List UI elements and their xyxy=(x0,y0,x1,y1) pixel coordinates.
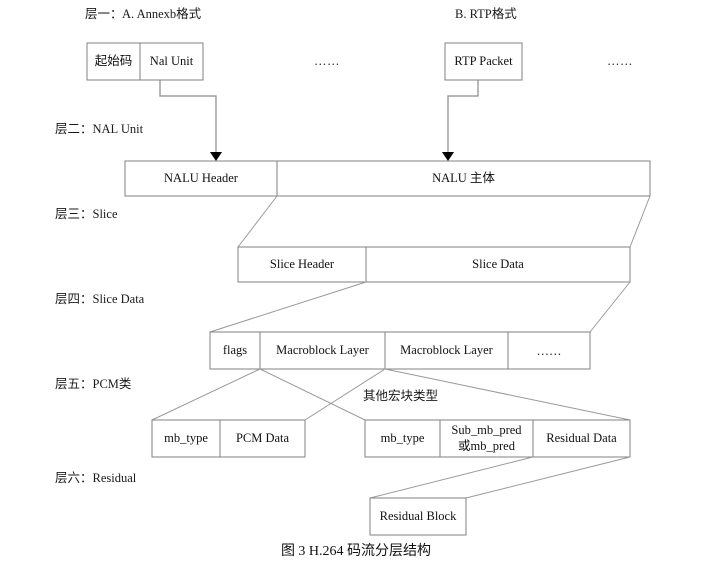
layer1-rtp-group: RTP Packet …… xyxy=(444,42,633,81)
box-slice-header-label: Slice Header xyxy=(270,257,335,271)
box-start-code-label: 起始码 xyxy=(95,54,133,68)
box-residual-block-label: Residual Block xyxy=(380,509,457,523)
box-pcm-data-label: PCM Data xyxy=(236,431,290,445)
connector-macroblock-to-other xyxy=(259,368,631,421)
connector-nalu-body-to-slice xyxy=(237,195,651,248)
box-macroblock-ellipsis[interactable] xyxy=(507,331,591,370)
box-pcm-data[interactable] xyxy=(219,419,306,458)
box-pcm-mb-type[interactable] xyxy=(151,419,221,458)
layer-label-3: 层三：Slice xyxy=(55,207,118,221)
ellipsis-rtp: …… xyxy=(607,54,633,68)
box-macroblock-layer-1-label: Macroblock Layer xyxy=(276,343,370,357)
box-macroblock-layer-2-label: Macroblock Layer xyxy=(400,343,494,357)
box-sub-mb-pred-label-line2: 或mb_pred xyxy=(458,439,516,453)
box-rtp-packet[interactable] xyxy=(444,42,523,81)
box-sub-mb-pred[interactable] xyxy=(439,419,534,458)
box-start-code[interactable] xyxy=(86,42,141,81)
box-other-mb-type[interactable] xyxy=(364,419,441,458)
box-residual-block[interactable] xyxy=(369,497,467,536)
layer5-pcm-group: mb_type PCM Data xyxy=(151,419,306,458)
connector-annexb-to-nalu xyxy=(159,80,222,161)
arrow-head-annexb xyxy=(210,152,222,161)
layer1-annexb-group: 起始码 Nal Unit …… xyxy=(86,42,340,81)
group-title-annexb: A. Annexb格式 xyxy=(122,6,202,21)
layer2-nal-unit-row: NALU Header NALU 主体 xyxy=(124,160,651,197)
box-macroblock-ellipsis-label: …… xyxy=(537,344,562,358)
connector-slice-data-to-slice-data-row xyxy=(209,281,631,333)
layer-label-4: 层四：Slice Data xyxy=(55,292,145,306)
box-nalu-body-label: NALU 主体 xyxy=(432,171,495,185)
box-slice-header[interactable] xyxy=(237,246,367,283)
box-macroblock-layer-1[interactable] xyxy=(259,331,386,370)
layer-label-6: 层六：Residual xyxy=(55,471,137,485)
box-slice-data-label: Slice Data xyxy=(472,257,524,271)
layer-label-5: 层五：PCM类 xyxy=(55,377,132,391)
box-residual-data[interactable] xyxy=(532,419,631,458)
layer6-residual-group: Residual Block xyxy=(369,497,467,536)
box-slice-data[interactable] xyxy=(365,246,631,283)
box-sub-mb-pred-label-line1: Sub_mb_pred xyxy=(451,423,522,437)
connector-residual-data-to-residual-block xyxy=(369,456,631,499)
connector-macroblock-to-pcm xyxy=(151,368,386,421)
layer3-slice-row: Slice Header Slice Data xyxy=(237,246,631,283)
group-title-other-macroblock: 其他宏块类型 xyxy=(363,388,438,403)
layer4-slice-data-row: flags Macroblock Layer Macroblock Layer … xyxy=(209,331,591,370)
box-nal-unit[interactable] xyxy=(139,42,204,81)
layer-label-2: 层二：NAL Unit xyxy=(55,122,144,136)
box-flags[interactable] xyxy=(209,331,261,370)
connector-rtp-to-nalu xyxy=(442,80,479,161)
box-rtp-packet-label: RTP Packet xyxy=(454,54,513,68)
box-macroblock-layer-2[interactable] xyxy=(384,331,509,370)
ellipsis-annexb: …… xyxy=(314,54,340,68)
layer5-other-macroblock-group: mb_type Sub_mb_pred 或mb_pred Residual Da… xyxy=(364,419,631,458)
box-nal-unit-label: Nal Unit xyxy=(150,54,194,68)
box-nalu-body[interactable] xyxy=(276,160,651,197)
layer-label-1: 层一： xyxy=(85,7,123,21)
figure-caption: 图 3 H.264 码流分层结构 xyxy=(280,544,432,559)
box-residual-data-label: Residual Data xyxy=(546,431,617,445)
group-title-rtp: B. RTP格式 xyxy=(455,6,517,21)
box-flags-label: flags xyxy=(223,343,247,357)
box-nalu-header-label: NALU Header xyxy=(164,171,239,185)
arrow-head-rtp xyxy=(442,152,454,161)
box-other-mb-type-label: mb_type xyxy=(381,431,425,445)
box-pcm-mb-type-label: mb_type xyxy=(164,431,208,445)
